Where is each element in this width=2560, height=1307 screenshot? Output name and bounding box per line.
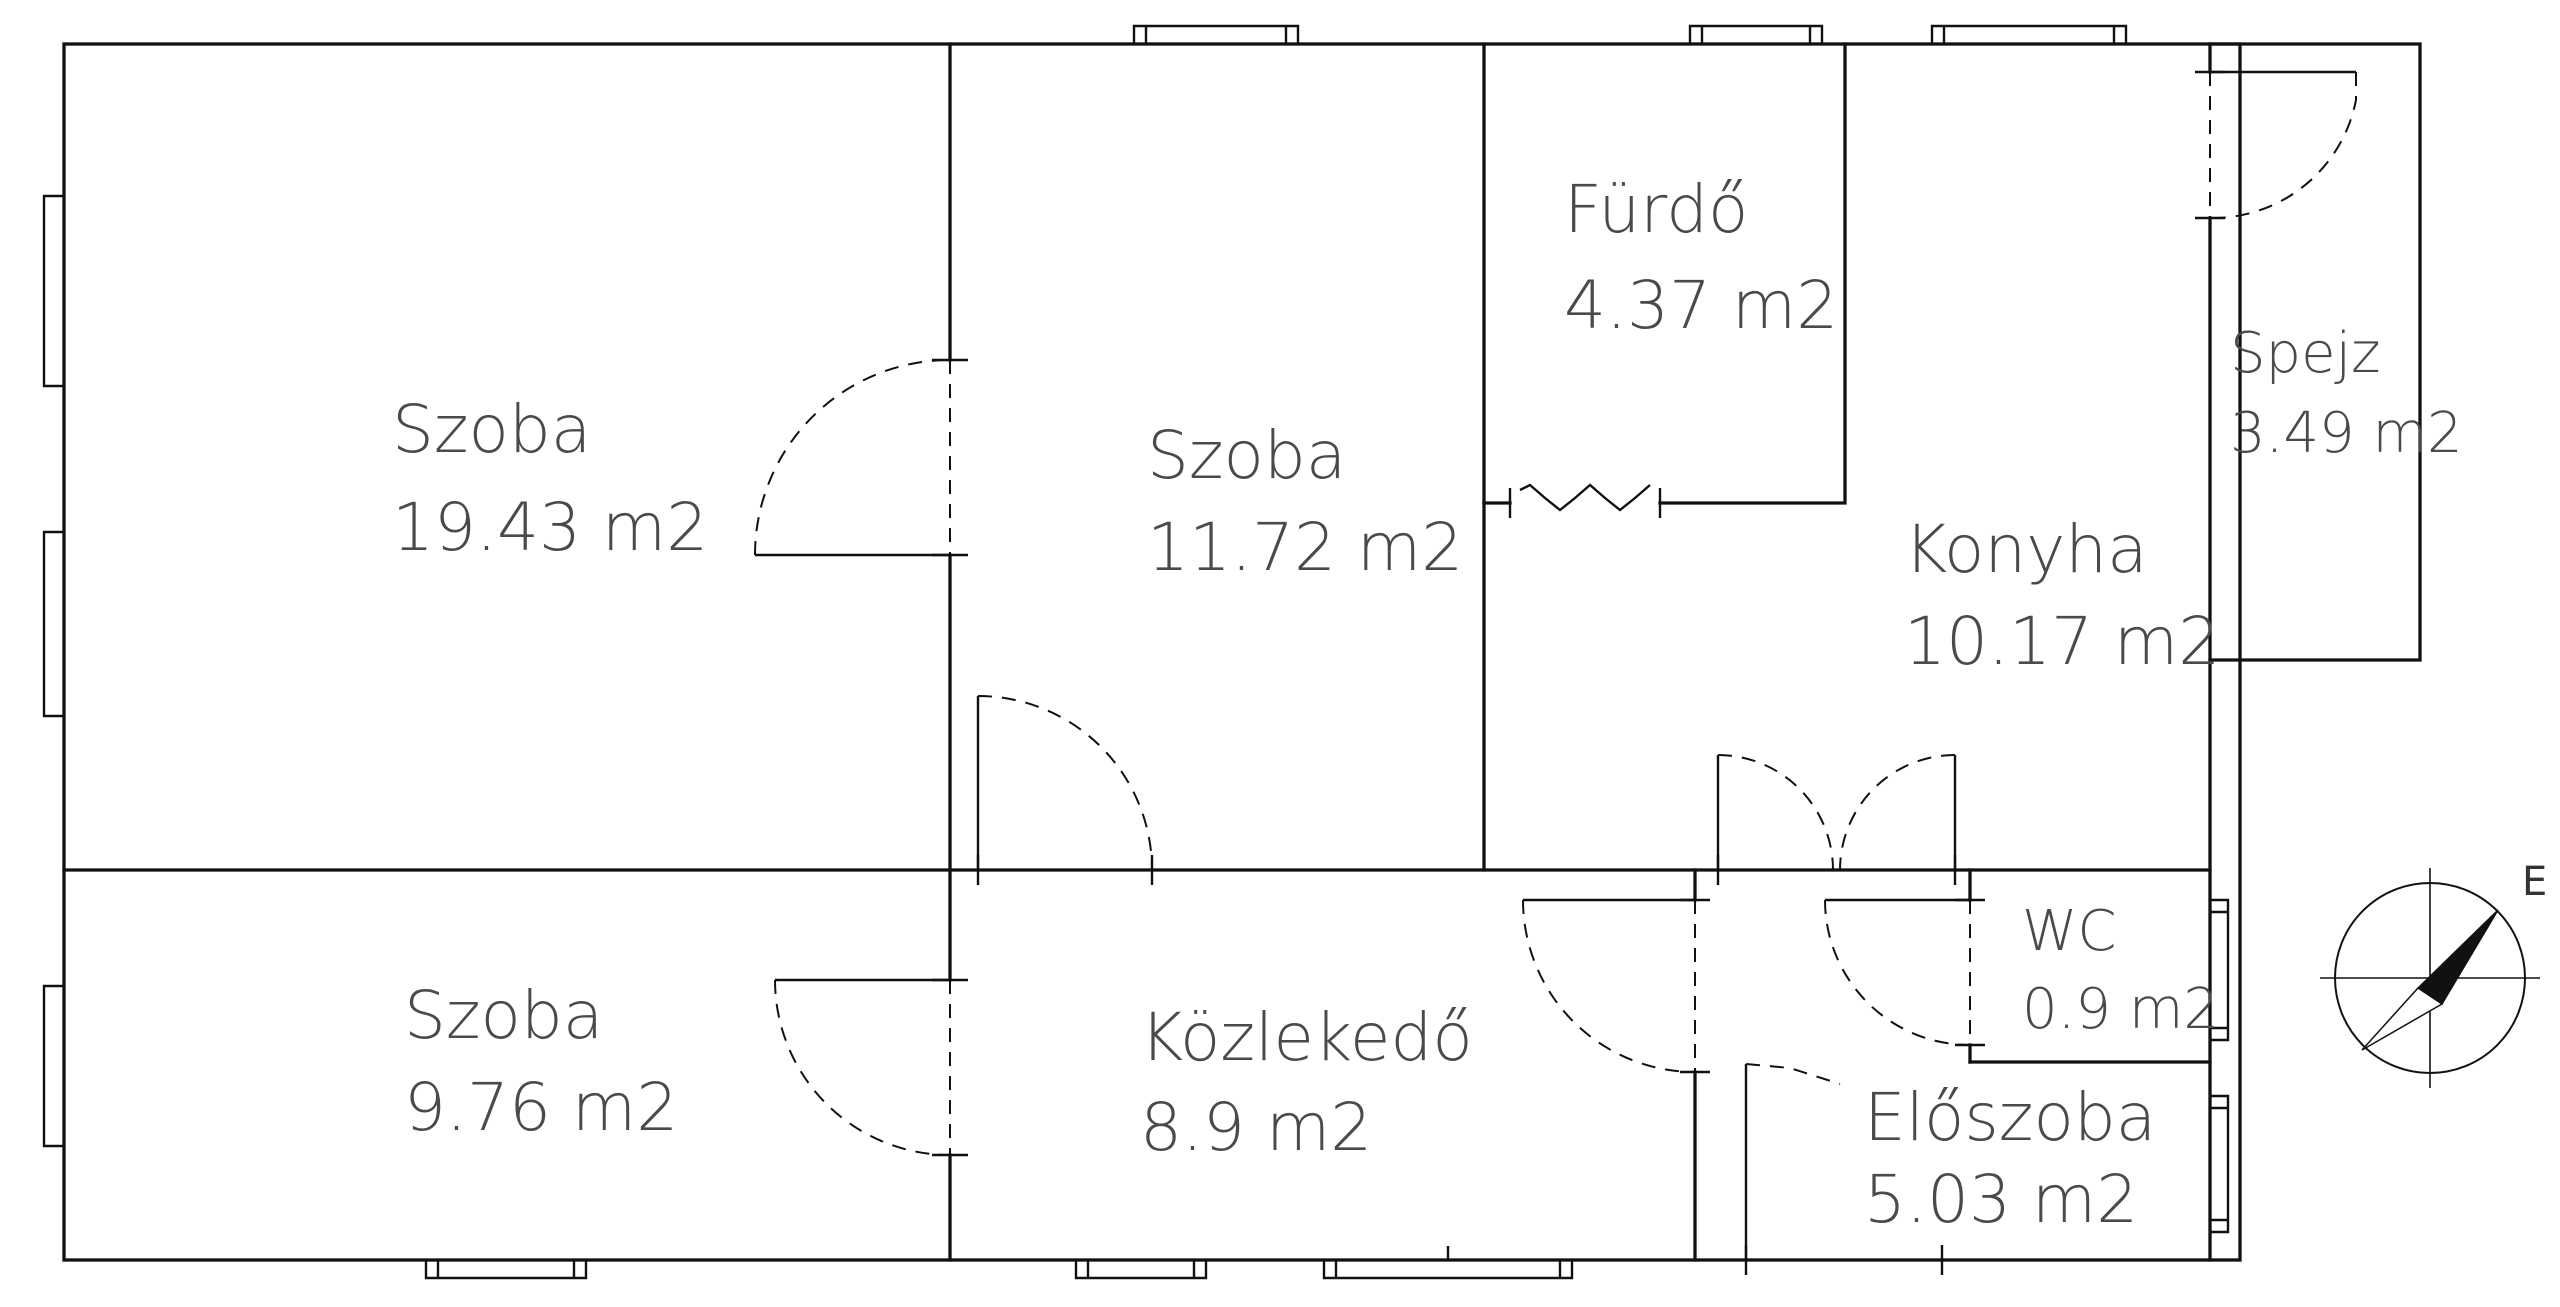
room-area: 8.9 m2 bbox=[1140, 1089, 1372, 1166]
room-area: 3.49 m2 bbox=[2230, 401, 2463, 466]
room-name: Spejz bbox=[2230, 321, 2381, 386]
room-area: 19.43 m2 bbox=[392, 489, 708, 566]
room-name: WC bbox=[2022, 899, 2116, 964]
doors bbox=[754, 70, 2357, 1275]
outer-walls bbox=[62, 42, 2422, 1262]
room-name: Konyha bbox=[1904, 511, 2148, 588]
room-name: Szoba bbox=[1147, 417, 1346, 494]
room-name: Előszoba bbox=[1864, 1079, 2156, 1156]
room-name: Fürdő bbox=[1564, 171, 1748, 248]
compass-label: E bbox=[2522, 859, 2547, 905]
room-area: 0.9 m2 bbox=[2022, 977, 2219, 1042]
room-labels: Szoba 19.43 m2 Szoba 11.72 m2 Fürdő 4.37… bbox=[392, 171, 2463, 1238]
room-name: Szoba bbox=[404, 977, 603, 1054]
room-name: Közlekedő bbox=[1140, 999, 1473, 1076]
room-area: 9.76 m2 bbox=[404, 1069, 678, 1146]
room-area: 5.03 m2 bbox=[1864, 1161, 2138, 1238]
interior-walls bbox=[62, 42, 2212, 1262]
room-name: Szoba bbox=[392, 391, 591, 468]
windows bbox=[42, 24, 2230, 1280]
room-area: 11.72 m2 bbox=[1147, 509, 1463, 586]
room-area: 10.17 m2 bbox=[1904, 603, 2220, 680]
compass-icon: E bbox=[2320, 859, 2547, 1088]
room-area: 4.37 m2 bbox=[1564, 267, 1838, 344]
